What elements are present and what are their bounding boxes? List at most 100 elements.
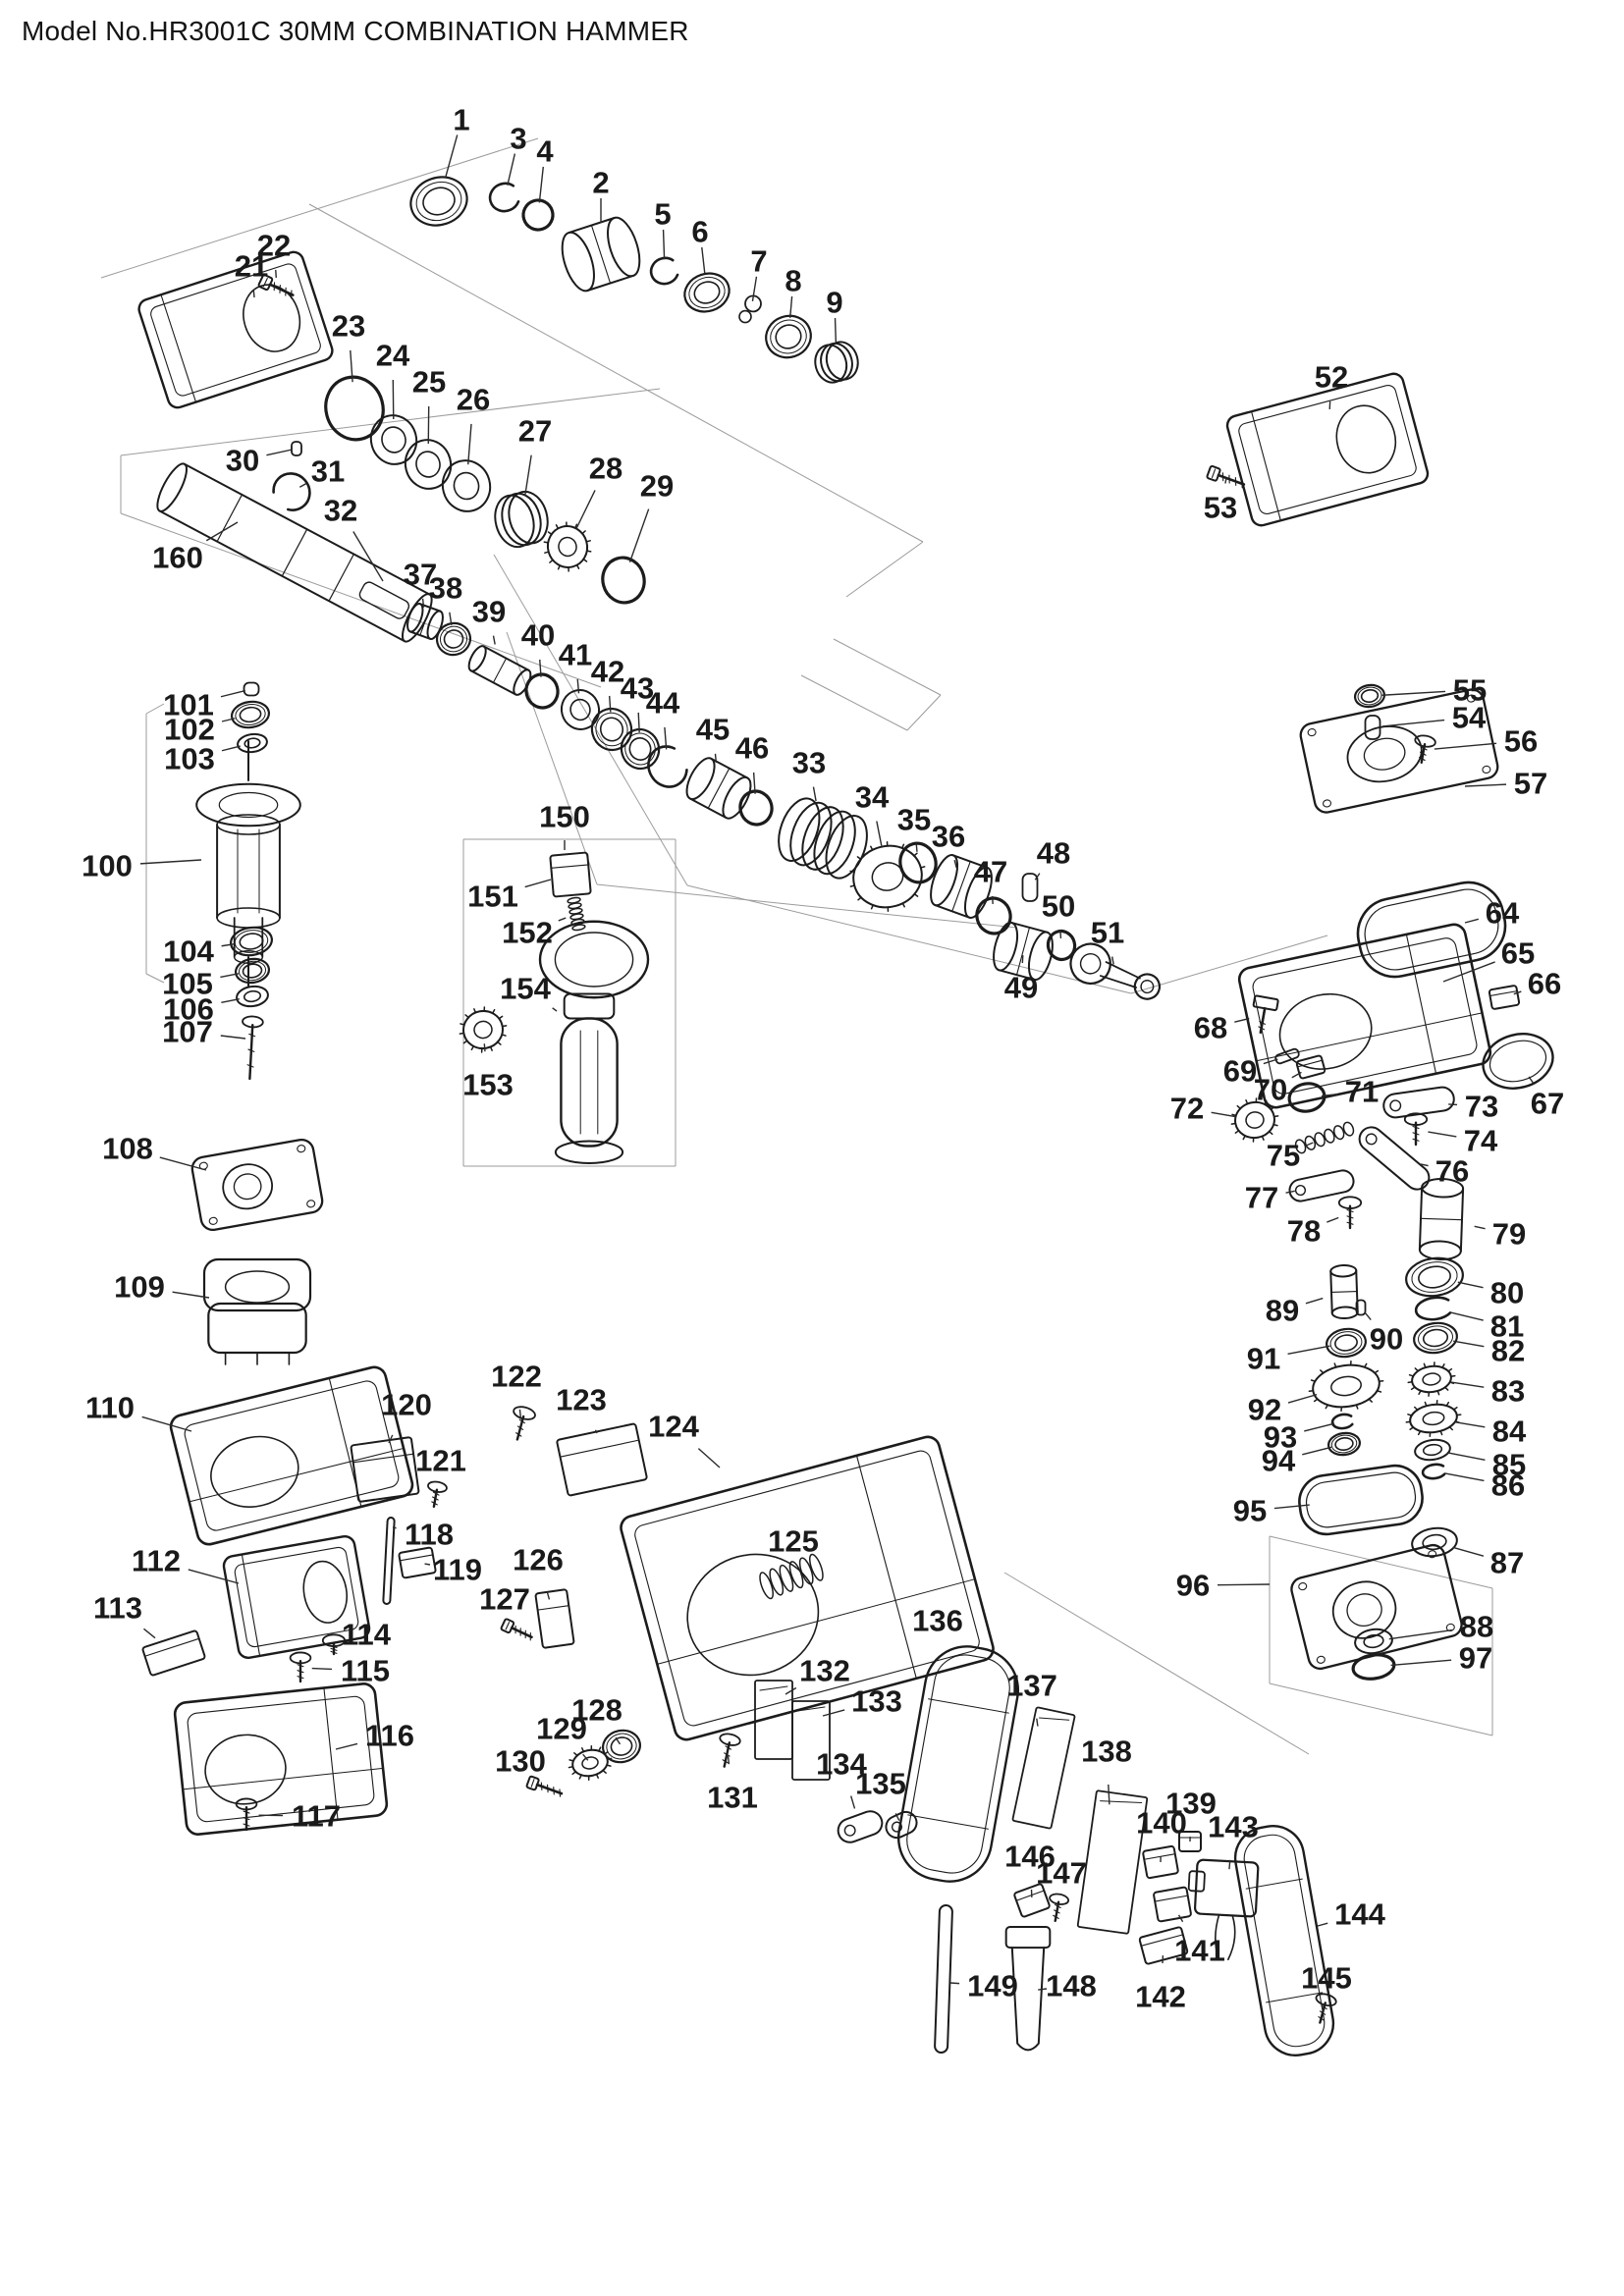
leader-line-27	[524, 454, 532, 497]
part-81-drawing	[1414, 1296, 1452, 1321]
leader-line-39	[492, 635, 496, 645]
part-85-drawing	[1414, 1438, 1451, 1462]
leader-line-64	[1464, 918, 1480, 924]
part-label-29: 29	[639, 468, 675, 504]
part-2-drawing	[561, 216, 641, 293]
leader-line-103	[221, 745, 241, 752]
part-label-71: 71	[1344, 1074, 1380, 1109]
part-34-drawing	[849, 841, 926, 912]
part-89-drawing	[1329, 1263, 1359, 1320]
leader-line-42	[608, 695, 612, 713]
construction-line	[833, 638, 942, 696]
part-92-drawing	[1308, 1360, 1384, 1413]
part-label-150: 150	[539, 799, 590, 834]
part-109-drawing	[202, 1257, 312, 1365]
part-label-94: 94	[1261, 1443, 1296, 1478]
part-label-125: 125	[768, 1523, 819, 1559]
leader-line-130	[542, 1785, 546, 1789]
leader-line-101	[220, 689, 246, 698]
part-label-33: 33	[791, 745, 827, 780]
part-43-drawing	[620, 727, 661, 771]
part-label-66: 66	[1527, 966, 1562, 1001]
part-label-131: 131	[707, 1780, 758, 1815]
part-47-drawing	[975, 896, 1012, 935]
part-label-70: 70	[1253, 1072, 1288, 1107]
part-label-142: 142	[1135, 1979, 1186, 2014]
leader-line-23	[350, 349, 353, 383]
part-label-41: 41	[558, 637, 593, 672]
part-label-81: 81	[1489, 1308, 1525, 1344]
part-74-drawing	[1403, 1112, 1429, 1147]
part-label-130: 130	[495, 1743, 546, 1779]
part-label-26: 26	[456, 382, 491, 417]
part-label-28: 28	[588, 451, 623, 486]
part-8-drawing	[765, 314, 812, 359]
part-152-drawing	[567, 896, 586, 932]
part-101-drawing	[243, 681, 260, 697]
part-label-30: 30	[225, 443, 260, 478]
part-label-88: 88	[1459, 1609, 1494, 1644]
part-6-drawing	[683, 272, 731, 313]
part-label-110: 110	[84, 1390, 135, 1425]
part-label-49: 49	[1003, 970, 1039, 1005]
part-label-72: 72	[1169, 1091, 1205, 1126]
part-label-64: 64	[1485, 895, 1520, 931]
leader-line-1	[444, 134, 459, 179]
part-label-7: 7	[750, 243, 768, 279]
leader-line-97	[1390, 1659, 1452, 1667]
leader-line-85	[1446, 1452, 1486, 1461]
part-label-160: 160	[152, 540, 203, 575]
part-label-68: 68	[1193, 1010, 1228, 1045]
leader-line-33	[812, 786, 817, 802]
leader-line-71	[1321, 1093, 1338, 1097]
part-label-107: 107	[162, 1014, 213, 1049]
part-117-drawing	[235, 1797, 258, 1832]
leader-line-76	[1420, 1163, 1429, 1167]
part-84-drawing	[1405, 1400, 1462, 1437]
part-label-108: 108	[102, 1131, 153, 1166]
part-label-145: 145	[1301, 1960, 1352, 1996]
construction-line	[145, 703, 165, 715]
construction-line	[100, 137, 539, 279]
leader-line-41	[576, 678, 580, 694]
part-label-37: 37	[403, 557, 438, 592]
part-131-drawing	[719, 1733, 741, 1768]
part-28-drawing	[543, 521, 592, 572]
part-24-drawing	[369, 414, 418, 465]
part-39-drawing	[467, 645, 532, 696]
part-label-138: 138	[1081, 1734, 1132, 1769]
diagram-title: Model No.HR3001C 30MM COMBINATION HAMMER	[22, 16, 689, 46]
leader-line-132	[785, 1686, 797, 1695]
leader-line-9	[834, 317, 838, 344]
part-label-47: 47	[973, 854, 1008, 889]
leader-line-153	[483, 1043, 486, 1052]
construction-line	[1269, 1682, 1493, 1736]
leader-line-56	[1434, 742, 1497, 750]
part-label-151: 151	[467, 879, 518, 914]
part-label-27: 27	[517, 413, 553, 449]
part-140-drawing	[1142, 1844, 1179, 1880]
leader-line-47	[991, 895, 994, 904]
leader-line-124	[697, 1448, 721, 1468]
part-37-drawing	[406, 603, 444, 640]
construction-line	[1130, 934, 1328, 994]
part-label-132: 132	[799, 1653, 850, 1688]
part-65-drawing	[1237, 923, 1492, 1109]
part-107-drawing	[242, 1015, 264, 1081]
part-label-118: 118	[404, 1517, 455, 1552]
part-141-drawing	[1153, 1886, 1192, 1923]
leader-line-44	[664, 726, 668, 750]
construction-line	[308, 203, 924, 543]
part-133-drawing	[791, 1700, 831, 1781]
part-105-drawing	[234, 957, 271, 985]
part-108-drawing	[190, 1138, 324, 1232]
part-114-drawing	[321, 1633, 347, 1656]
part-label-116: 116	[364, 1718, 415, 1753]
part-label-100: 100	[81, 848, 133, 883]
part-80-drawing	[1405, 1256, 1464, 1298]
part-102-drawing	[230, 700, 271, 729]
part-29-drawing	[601, 556, 646, 605]
part-137-drawing	[1011, 1706, 1076, 1830]
